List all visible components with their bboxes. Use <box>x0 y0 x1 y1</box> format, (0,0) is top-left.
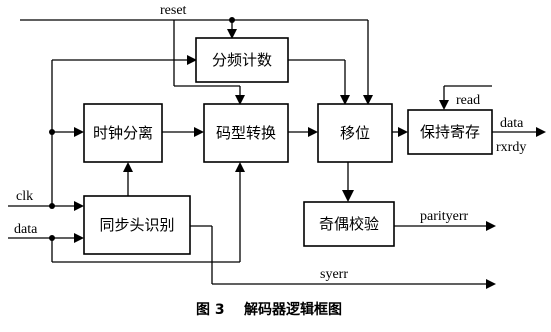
signal-reset-label: reset <box>160 3 187 18</box>
block-clock-separation-label: 时钟分离 <box>93 124 153 142</box>
figure-caption: 图 3 解码器逻辑框图 <box>196 301 342 318</box>
signal-data-out-label: data <box>500 116 524 131</box>
block-shift: 移位 <box>317 103 393 163</box>
arrow-data-sync <box>74 233 84 243</box>
signal-data-in-label: data <box>14 222 38 237</box>
arrow-reset-divider <box>227 29 237 39</box>
block-sync-header-detect: 同步头识别 <box>83 195 191 255</box>
figure-number: 图 3 <box>196 302 225 318</box>
arrow-parityerr-out <box>486 221 496 231</box>
signal-clk-label: clk <box>16 189 33 204</box>
junction-data-down <box>49 235 55 241</box>
signal-read-label: read <box>456 93 480 108</box>
arrow-shift-parity <box>342 190 354 202</box>
figure-title: 解码器逻辑框图 <box>244 301 342 318</box>
block-freq-divider: 分频计数 <box>195 37 289 83</box>
junction-reset-divider <box>229 17 235 23</box>
signal-syerr-label: syerr <box>320 267 348 282</box>
block-code-conversion: 码型转换 <box>203 103 289 163</box>
arrow-converter-shift <box>308 127 318 137</box>
arrow-clk-divider <box>187 55 197 65</box>
block-parity-check-label: 奇偶校验 <box>319 215 379 233</box>
arrow-clk-clocksep <box>74 127 84 137</box>
block-parity-check: 奇偶校验 <box>303 201 395 247</box>
arrowheads <box>74 29 546 289</box>
signal-rxrdy-label: rxrdy <box>496 140 526 155</box>
block-clock-separation: 时钟分离 <box>83 103 163 163</box>
arrow-sync-clocksep <box>123 162 133 172</box>
arrow-clocksep-converter <box>194 127 204 137</box>
junction-clk-up <box>49 203 55 209</box>
arrow-syerr-out <box>486 279 496 289</box>
signal-parityerr-label: parityerr <box>420 209 469 224</box>
block-hold-register-label: 保持寄存 <box>420 123 480 141</box>
signal-labels: reset read data rxrdy clk data parityerr… <box>14 3 526 282</box>
block-code-conversion-label: 码型转换 <box>216 124 276 142</box>
arrow-reset-converter <box>235 95 245 105</box>
arrow-clk-sync <box>74 201 84 211</box>
junction-clk-clocksep <box>49 129 55 135</box>
arrow-shift-register <box>398 127 408 137</box>
block-sync-header-detect-label: 同步头识别 <box>99 216 174 234</box>
arrow-divider-shift <box>340 95 350 105</box>
block-freq-divider-label: 分频计数 <box>212 51 272 69</box>
arrow-reset-shift <box>363 95 373 105</box>
arrow-read-register <box>439 100 449 110</box>
block-hold-register: 保持寄存 <box>407 109 493 155</box>
arrow-data-out <box>536 127 546 137</box>
block-shift-label: 移位 <box>340 124 370 142</box>
arrow-data-converter <box>235 162 245 172</box>
junctions <box>49 17 235 241</box>
